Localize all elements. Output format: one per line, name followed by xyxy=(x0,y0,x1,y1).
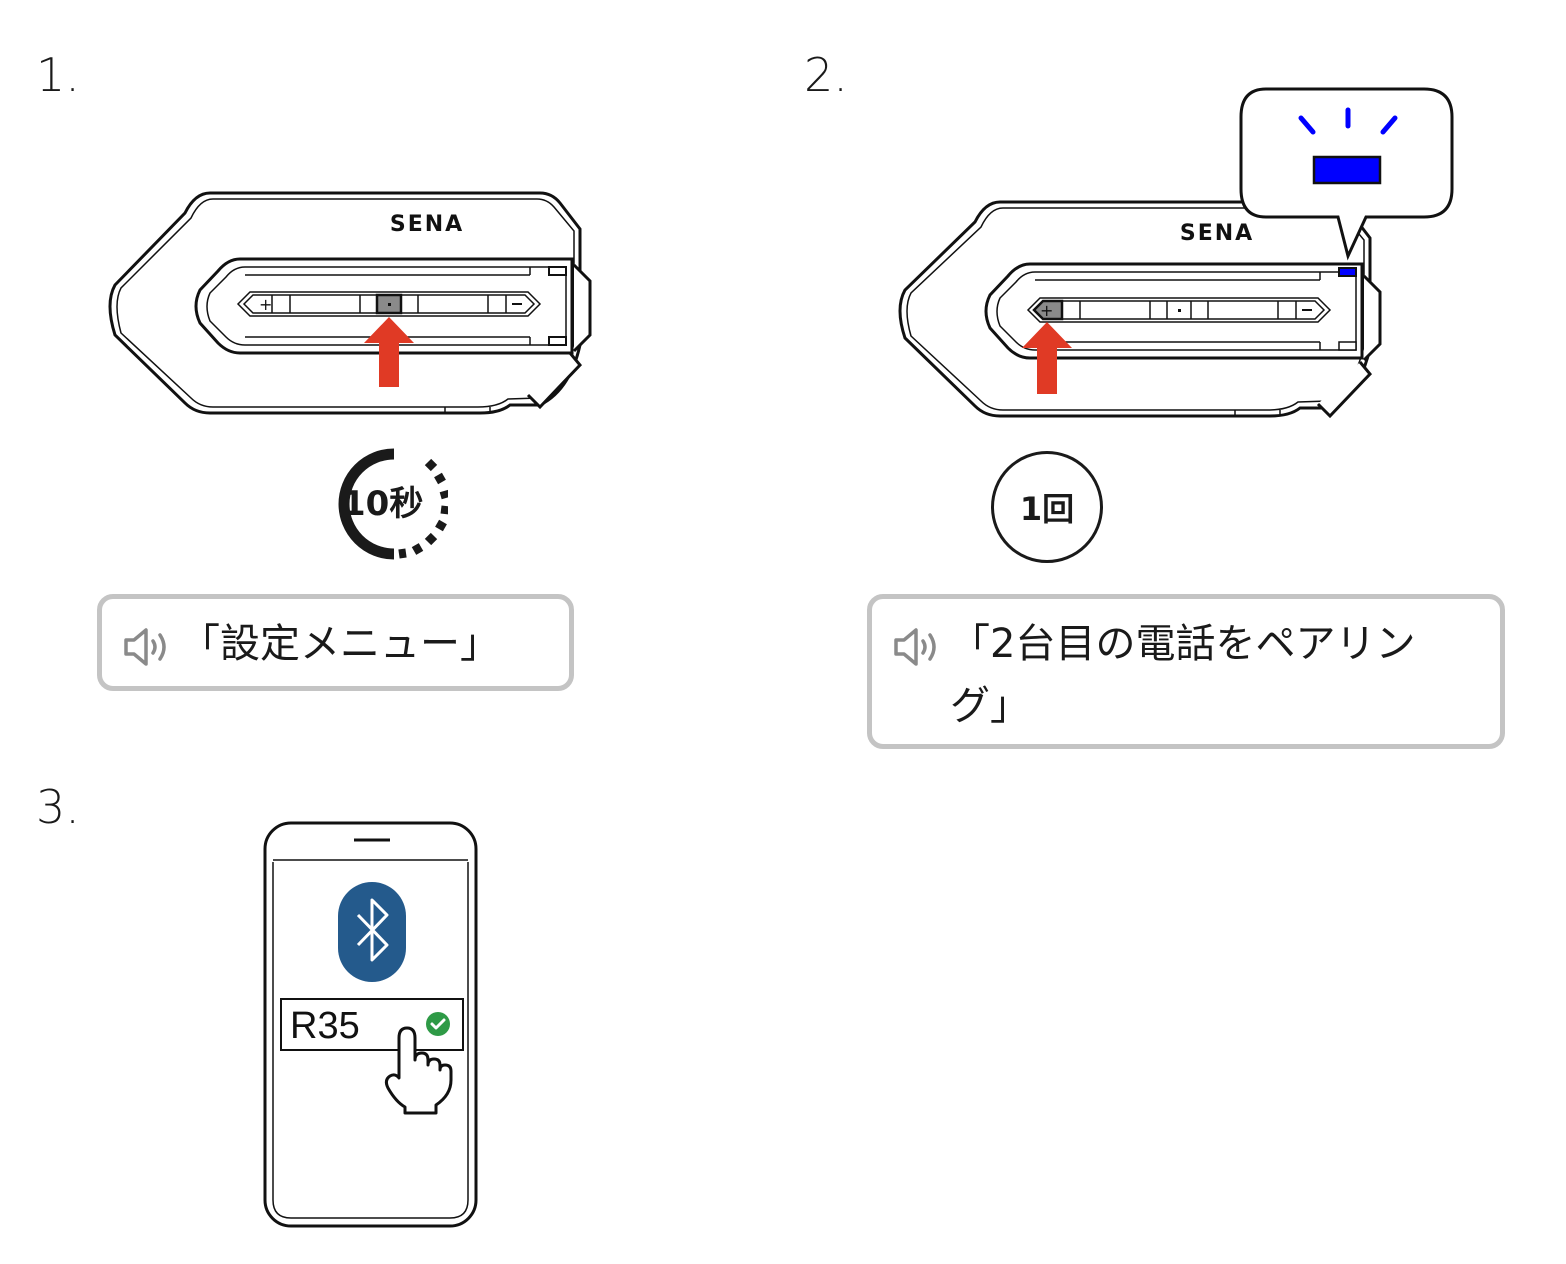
speaker-icon xyxy=(124,628,166,666)
voice-prompt-text: 「設定メニュー」 xyxy=(180,621,500,667)
plus-button-pressed[interactable] xyxy=(1032,299,1064,321)
press-count-badge: 1回 xyxy=(991,451,1103,563)
press-arrow xyxy=(364,317,414,387)
check-icon xyxy=(426,1012,450,1036)
led-indicator-enlarged xyxy=(1312,155,1382,185)
step-1-number: 1. xyxy=(36,48,80,102)
brand-logo: SENA xyxy=(1180,221,1254,246)
voice-prompt-box-2: 「2台目の電話をペアリン グ」 xyxy=(867,594,1505,749)
voice-prompt-box-1: 「設定メニュー」 xyxy=(97,594,574,691)
hand-pointer-icon xyxy=(384,1026,453,1115)
blink-rays-icon xyxy=(1298,107,1398,135)
speaker-icon xyxy=(894,628,936,666)
smartphone xyxy=(263,821,478,1228)
sena-device-step-2: SENA + xyxy=(898,200,1382,419)
plus-button-label: + xyxy=(259,295,272,314)
voice-prompt-text-line-1: 「2台目の電話をペアリン xyxy=(950,621,1416,667)
brand-logo: SENA xyxy=(390,212,464,237)
led-indicator xyxy=(1338,267,1357,277)
hold-timer-icon xyxy=(338,448,448,560)
plus-button-label: + xyxy=(1040,301,1053,320)
press-arrow xyxy=(1022,322,1072,394)
step-3-number: 3. xyxy=(36,780,80,834)
led-callout xyxy=(1239,87,1454,261)
device-name: R35 xyxy=(290,1005,360,1047)
sena-device-step-1: SENA + xyxy=(108,191,592,415)
step-2-number: 2. xyxy=(804,48,848,102)
hold-duration-label: 10秒 xyxy=(342,484,424,524)
bluetooth-icon xyxy=(338,882,406,982)
voice-prompt-text-line-2: グ」 xyxy=(950,683,1030,729)
